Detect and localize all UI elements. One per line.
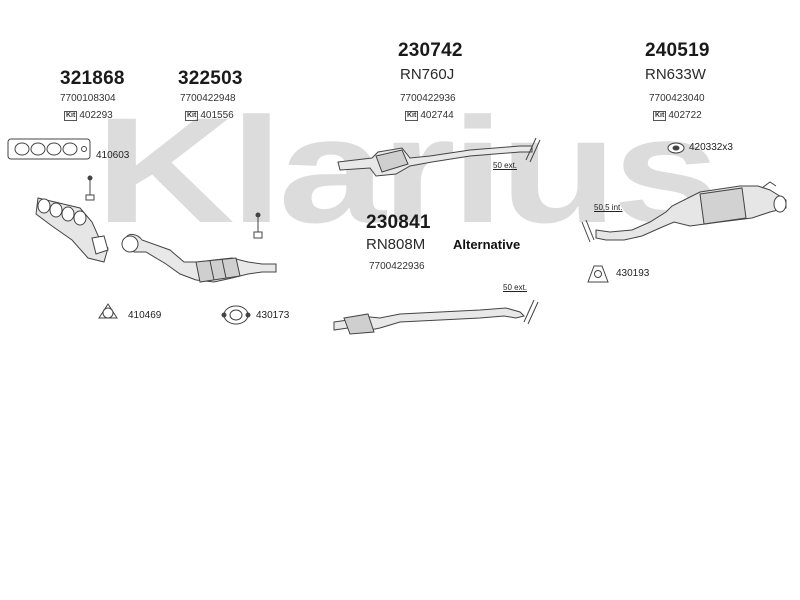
exhaust-manifold-321868 bbox=[35, 175, 109, 263]
kit-badge: Kit bbox=[185, 110, 199, 121]
centre-silencer-230841 bbox=[333, 299, 539, 335]
code-230742: RN760J bbox=[400, 66, 455, 83]
kit-230742: Kit 402744 bbox=[405, 110, 454, 121]
fitting-label-420332: 420332x3 bbox=[689, 142, 733, 153]
kit-number-230742: 402744 bbox=[420, 110, 454, 121]
hanger-420332 bbox=[667, 142, 685, 154]
kit-badge: Kit bbox=[653, 110, 667, 121]
part-number-240519: 240519 bbox=[645, 40, 710, 61]
extension-label-front: 50 ext. bbox=[493, 161, 518, 170]
oem-number-240519: 7700423040 bbox=[649, 93, 705, 104]
fitting-label-430193: 430193 bbox=[616, 268, 650, 279]
kit-number-240519: 402722 bbox=[668, 110, 702, 121]
kit-321868: Kit 402293 bbox=[64, 110, 113, 121]
centre-silencer-230742 bbox=[337, 137, 541, 177]
part-number-321868: 321868 bbox=[60, 68, 125, 89]
kit-badge: Kit bbox=[64, 110, 78, 121]
rear-silencer-240519 bbox=[581, 181, 787, 243]
watermark-text: Klarius bbox=[95, 86, 715, 254]
fitting-label-410603: 410603 bbox=[96, 150, 130, 161]
extension-label-alt: 50 ext. bbox=[503, 283, 528, 292]
code-230841: RN808M bbox=[366, 236, 426, 253]
fitting-label-410469: 410469 bbox=[128, 310, 162, 321]
kit-240519: Kit 402722 bbox=[653, 110, 702, 121]
code-240519: RN633W bbox=[645, 66, 706, 83]
kit-number-321868: 402293 bbox=[79, 110, 113, 121]
part-number-322503: 322503 bbox=[178, 68, 243, 89]
catalytic-converter-322503 bbox=[121, 212, 277, 283]
kit-322503: Kit 401556 bbox=[185, 110, 234, 121]
gasket-410469 bbox=[98, 303, 118, 319]
fitting-label-430173: 430173 bbox=[256, 310, 290, 321]
extension-label-rear: 50,5 int. bbox=[594, 203, 623, 212]
kit-badge: Kit bbox=[405, 110, 419, 121]
part-number-230841: 230841 bbox=[366, 212, 431, 233]
kit-number-322503: 401556 bbox=[200, 110, 234, 121]
rubber-mount-430193 bbox=[587, 265, 609, 283]
oem-number-321868: 7700108304 bbox=[60, 93, 116, 104]
oem-number-230841: 7700422936 bbox=[369, 261, 425, 272]
clamp-430173 bbox=[221, 305, 251, 325]
oem-number-230742: 7700422936 bbox=[400, 93, 456, 104]
alternative-label: Alternative bbox=[453, 237, 521, 252]
oem-number-322503: 7700422948 bbox=[180, 93, 236, 104]
part-number-230742: 230742 bbox=[398, 40, 463, 61]
manifold-gasket-410603 bbox=[7, 138, 91, 160]
